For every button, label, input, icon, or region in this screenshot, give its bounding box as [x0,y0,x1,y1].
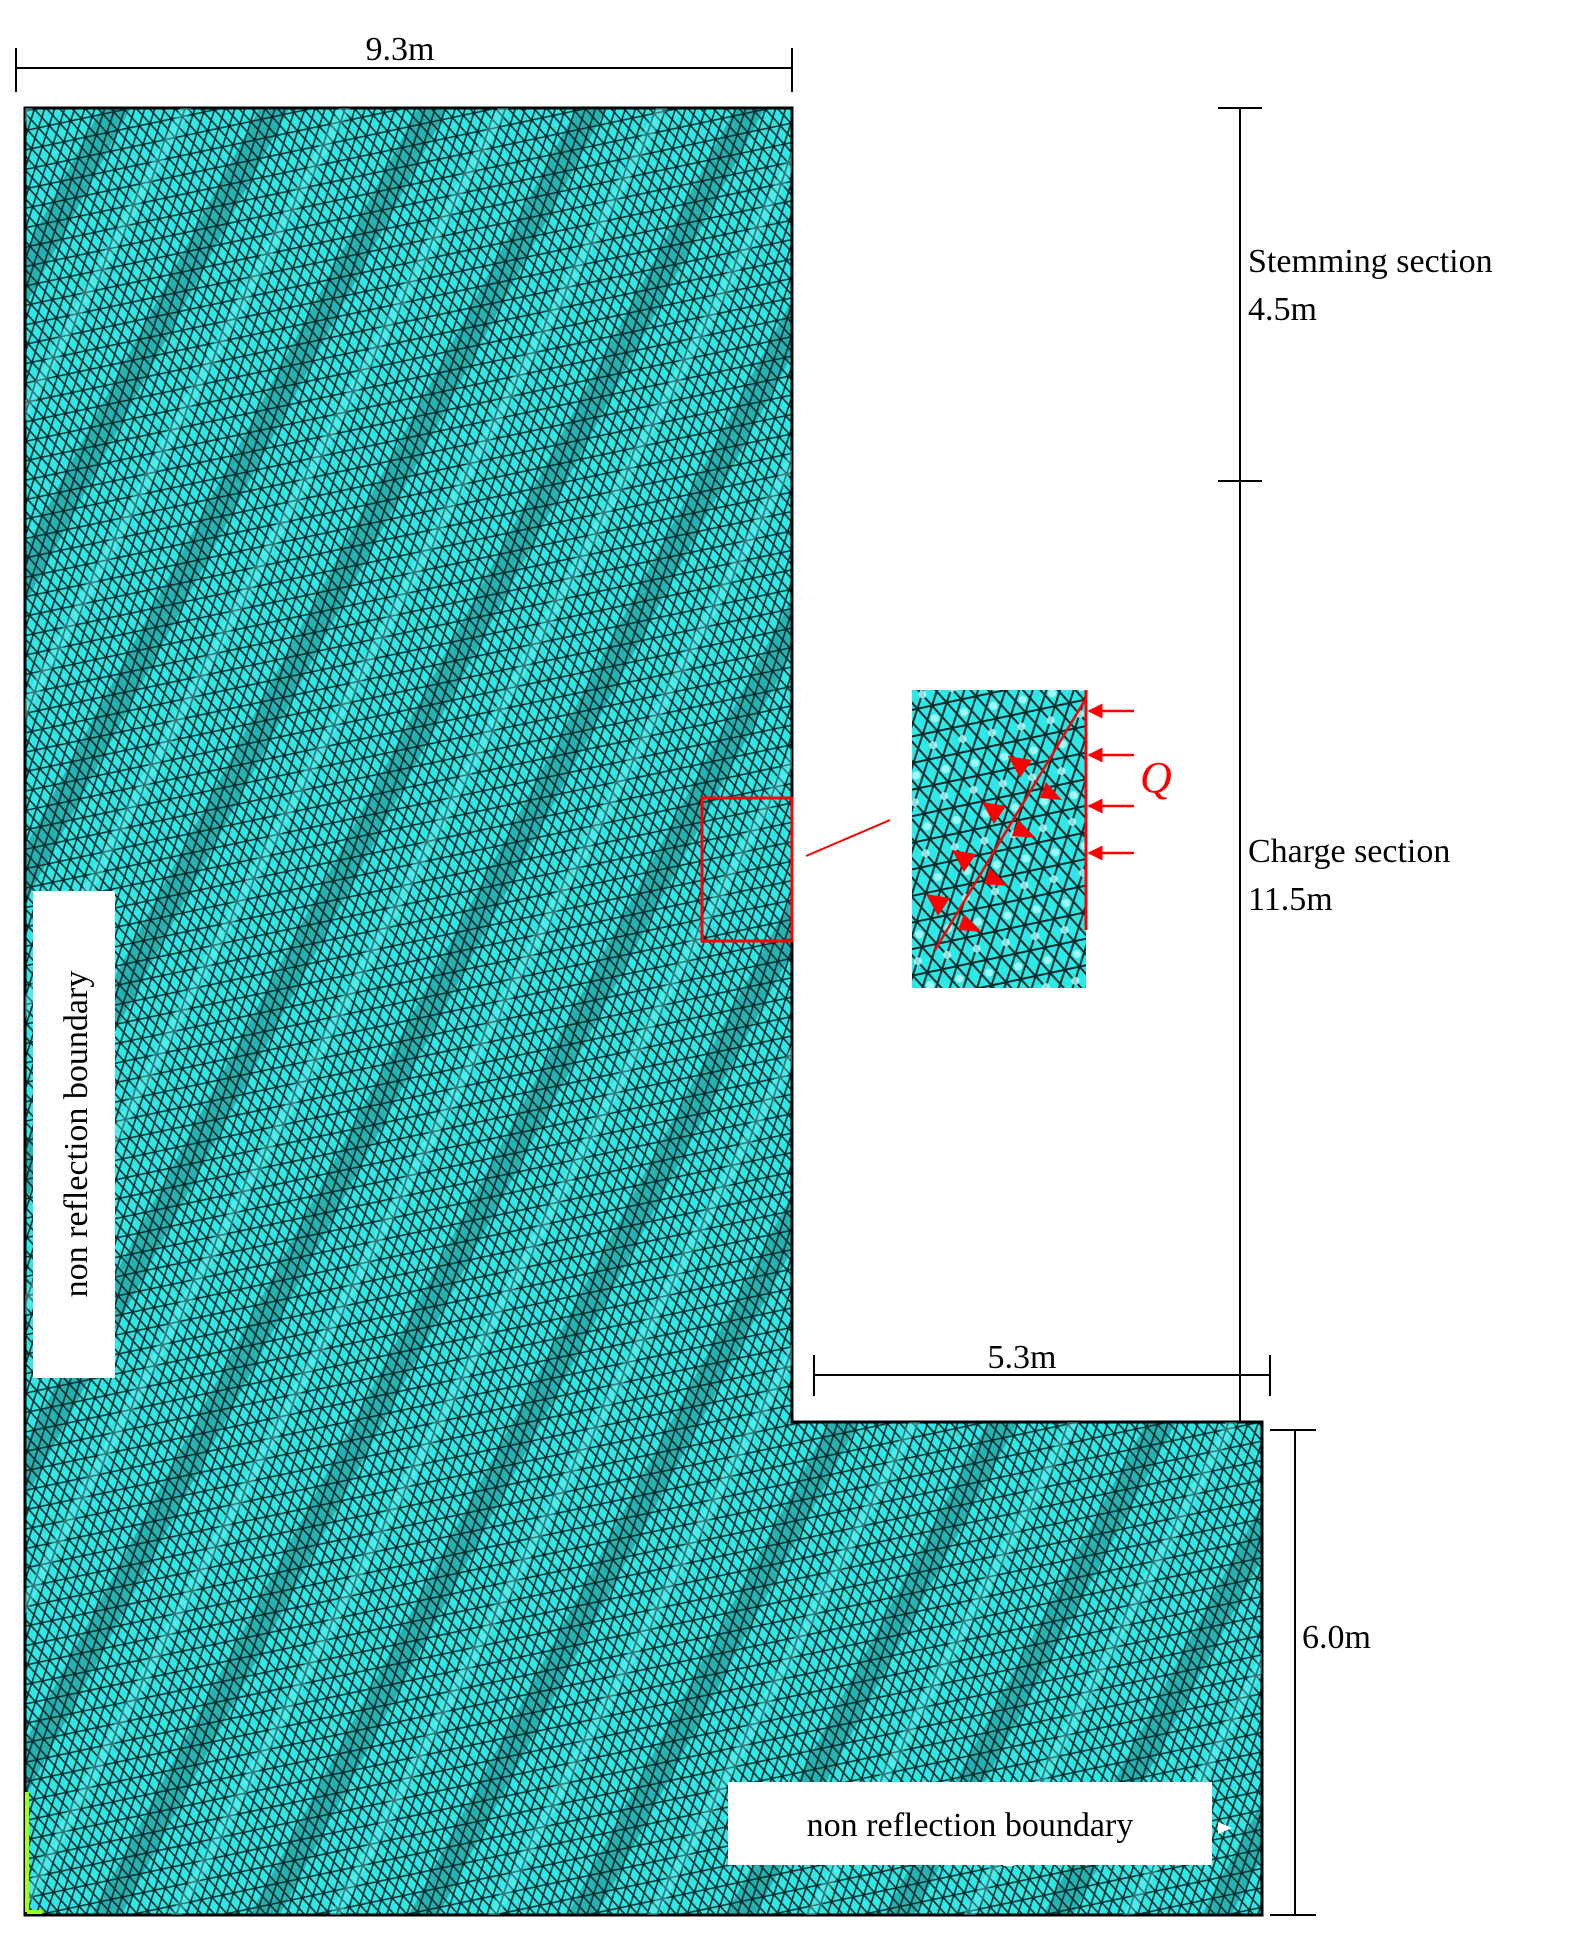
load-arrows [1087,703,1134,861]
top-width-dimension: 9.3m [15,31,793,92]
contact-arrow-icon [926,894,950,916]
contact-arrow-icon [958,914,982,932]
zoom-inset: Q [912,690,1172,988]
stemming-section-label: Stemming section 4.5m [1248,243,1493,328]
mesh-bands [25,108,1262,1915]
zoom-connector-line [805,819,891,857]
stemming-section-length: 4.5m [1248,291,1317,328]
contact-arrow-icon [984,868,1008,886]
boundary-marker-up-icon [1003,1853,1014,1866]
zoom-highlight-box [700,796,794,943]
section-dimension [1218,107,1262,1422]
bottom-boundary-text: non reflection boundary [807,1807,1134,1844]
mesh-domain [23,106,1264,1917]
bottom-height-dimension: 6.0m [1270,1429,1371,1916]
load-q-label: Q [1140,753,1172,802]
bottom-boundary-label: non reflection boundary [728,1782,1232,1866]
left-boundary-text: non reflection boundary [58,971,95,1298]
bottom-height-label: 6.0m [1302,1619,1371,1656]
contact-arrow-icon [952,850,976,872]
axes-icon [25,1792,42,1914]
inset-contact-arrows [926,756,1062,932]
step-width-dimension: 5.3m [813,1339,1271,1396]
charge-section-name: Charge section [1248,833,1450,870]
contact-arrow-icon [982,802,1006,824]
boundary-marker-right-icon [1218,1822,1232,1834]
contact-arrow-icon [1008,756,1032,778]
contact-arrow-icon [1040,782,1062,800]
step-width-label: 5.3m [988,1339,1057,1376]
inset-crack-line [933,699,1087,951]
charge-section-label: Charge section 11.5m [1248,833,1450,918]
left-boundary-label: non reflection boundary [33,891,115,1378]
top-width-label: 9.3m [366,31,435,68]
stemming-section-name: Stemming section [1248,243,1493,280]
charge-section-length: 11.5m [1248,881,1333,918]
contact-arrow-icon [1012,820,1036,838]
